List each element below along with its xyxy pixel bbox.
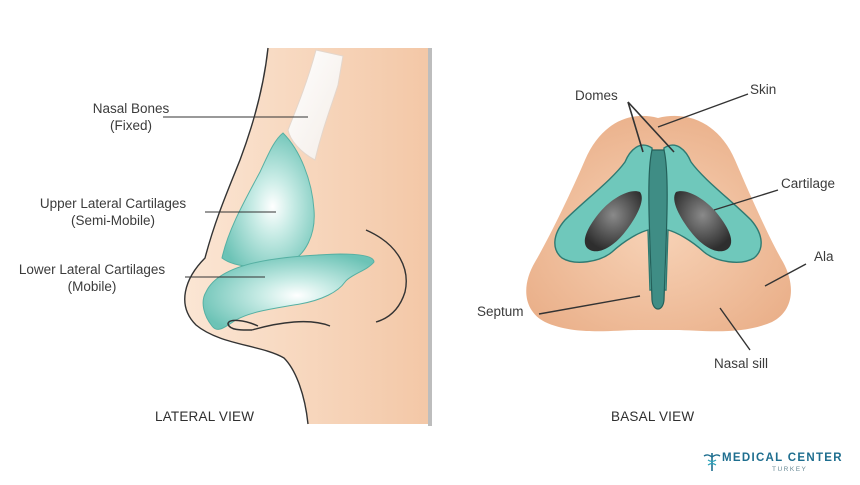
label-upper-lateral-cartilages: Upper Lateral Cartilages (Semi-Mobile) — [14, 195, 212, 229]
logo-title: MEDICAL CENTER — [722, 452, 843, 464]
profile-outline — [184, 47, 309, 425]
label-upper-lateral-name: Upper Lateral Cartilages — [39, 196, 187, 211]
logo-subtitle: TURKEY — [772, 466, 808, 473]
label-cartilage: Cartilage — [781, 176, 836, 191]
cartilage-leader — [713, 189, 779, 211]
label-nasal-sill: Nasal sill — [714, 356, 769, 371]
ala-leader — [764, 263, 807, 287]
septum-shape — [648, 149, 668, 310]
label-nasal-bones: Nasal Bones (Fixed) — [76, 100, 186, 134]
label-ala: Ala — [814, 249, 834, 264]
medical-center-logo: MEDICAL CENTER TURKEY — [700, 452, 850, 476]
label-septum: Septum — [477, 304, 524, 319]
label-upper-lateral-note: (Semi-Mobile) — [70, 213, 155, 228]
label-domes: Domes — [575, 88, 618, 103]
left-nostril — [584, 191, 642, 252]
ala-crease — [365, 229, 407, 323]
basal-view-title: BASAL VIEW — [611, 409, 695, 424]
label-skin: Skin — [750, 82, 777, 97]
label-lower-lateral-name: Lower Lateral Cartilages — [18, 262, 166, 277]
right-nostril — [674, 191, 732, 252]
lateral-nostril — [227, 319, 259, 331]
label-nasal-bones-note: (Fixed) — [109, 118, 152, 133]
nasal-sill-leader — [719, 307, 751, 351]
septum-leader — [538, 295, 641, 315]
view-divider — [428, 48, 432, 426]
skin-leader — [657, 93, 749, 128]
nostril-lip-line — [251, 321, 331, 331]
label-nasal-bones-name: Nasal Bones — [92, 101, 170, 116]
label-lower-lateral-note: (Mobile) — [67, 279, 117, 294]
nasal-bone-shape — [287, 49, 344, 161]
lateral-view-title: LATERAL VIEW — [155, 409, 255, 424]
caduceus-logo-icon — [703, 453, 721, 471]
lower-lateral-cartilage-shape — [202, 253, 375, 330]
domes-leader-right — [627, 101, 675, 153]
label-lower-lateral-cartilages: Lower Lateral Cartilages (Mobile) — [0, 261, 184, 295]
domes-leader-left — [627, 101, 644, 153]
